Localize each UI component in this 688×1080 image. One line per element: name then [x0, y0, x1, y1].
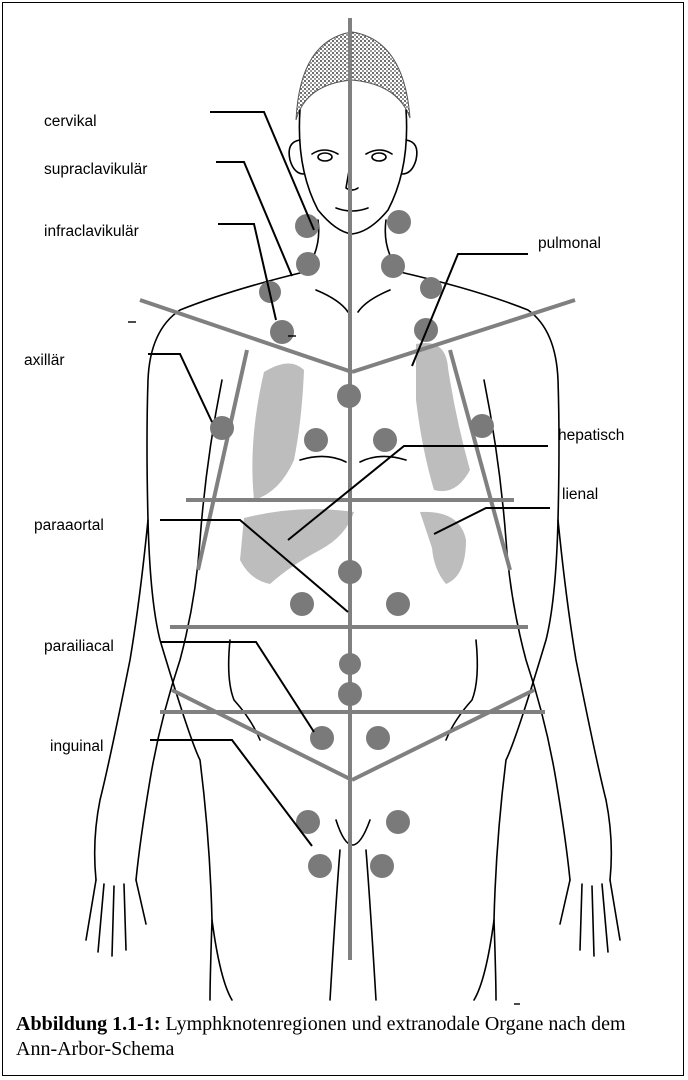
- caption-number: Abbildung 1.1-1:: [16, 1013, 161, 1035]
- leader-infraclavikular: [218, 224, 276, 320]
- label-infraclavikular: infraclavikulär: [44, 223, 139, 241]
- node-iliac-2: [338, 682, 362, 706]
- leader-axillar: [148, 354, 212, 422]
- label-supraclavikular: supraclavikulär: [44, 161, 147, 179]
- organs: [240, 343, 470, 584]
- node-hilar-right: [373, 428, 397, 452]
- label-cervikal: cervikal: [44, 113, 97, 131]
- node-subclav-left: [270, 320, 294, 344]
- node-iliac-1: [339, 653, 361, 675]
- spleen: [420, 512, 466, 584]
- node-inguinal-left-2: [308, 854, 332, 878]
- node-paraaortal-upper: [338, 560, 362, 584]
- figure-caption: Abbildung 1.1-1: Lymphknotenregionen und…: [16, 1012, 636, 1062]
- leader-inguinal: [150, 740, 312, 846]
- liver: [240, 509, 354, 584]
- node-axillary-left: [210, 416, 234, 440]
- node-axillary-right: [470, 414, 494, 438]
- label-parailiacal: parailiacal: [44, 638, 114, 656]
- node-hilar-left: [304, 428, 328, 452]
- label-lienal: lienal: [562, 486, 598, 504]
- label-inguinal: inguinal: [50, 738, 103, 756]
- node-supraclav-right: [381, 254, 405, 278]
- leader-cervikal: [210, 112, 314, 230]
- node-parailiac-right: [366, 726, 390, 750]
- small-marks: [128, 322, 520, 1004]
- node-inguinal-right-2: [370, 854, 394, 878]
- node-paraaortal-right: [386, 592, 410, 616]
- node-cervical-right: [387, 210, 411, 234]
- left-lung: [252, 363, 304, 500]
- node-cervical-left: [295, 214, 319, 238]
- node-supraclav-left: [296, 252, 320, 276]
- node-inguinal-right-1: [386, 810, 410, 834]
- label-hepatisch: hepatisch: [558, 427, 624, 445]
- label-pulmonal: pulmonal: [538, 235, 601, 253]
- label-axillar: axillär: [24, 352, 64, 370]
- right-lung: [416, 343, 470, 491]
- hair: [296, 32, 410, 120]
- leader-parailiacal: [160, 642, 314, 732]
- label-paraaortal: paraaortal: [34, 517, 104, 535]
- node-mediastinal: [337, 384, 361, 408]
- leader-supraclavikular: [216, 162, 292, 276]
- node-infraclav-right: [420, 277, 442, 299]
- node-paraaortal-left: [290, 592, 314, 616]
